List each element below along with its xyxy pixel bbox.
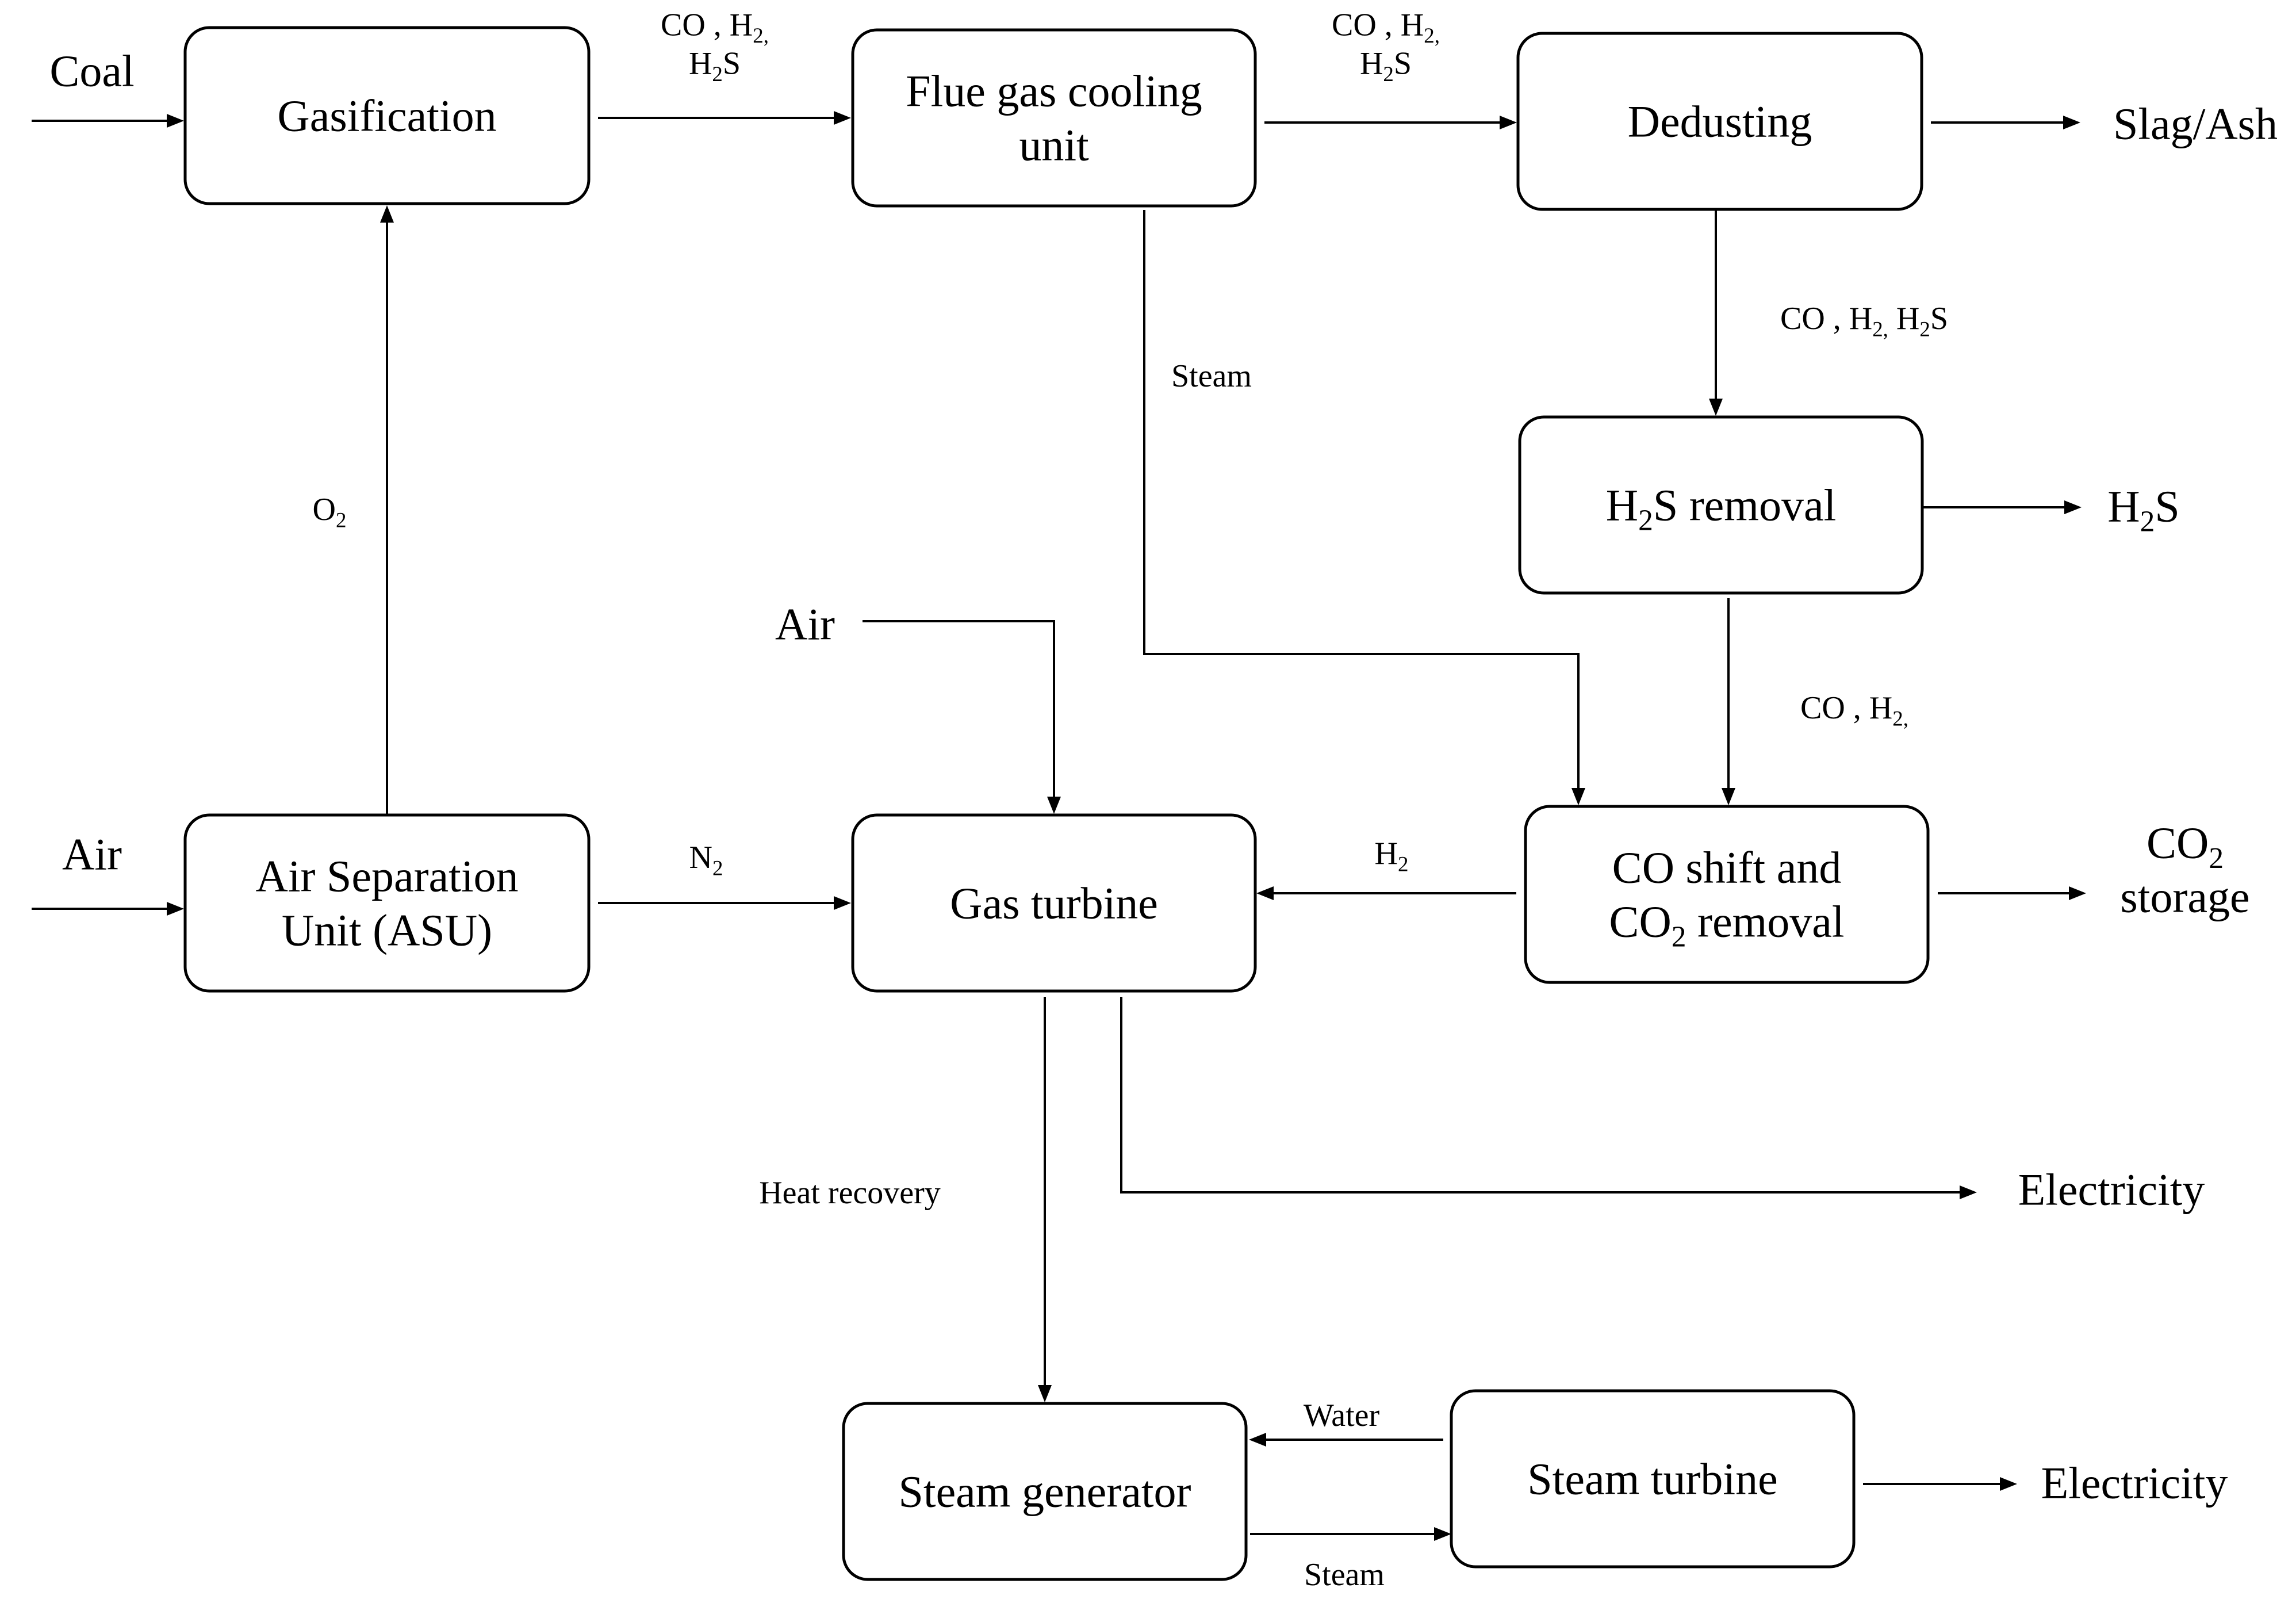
flow-label-water: Water: [1304, 1398, 1380, 1433]
electricity-gas-turbine-label: Electricity: [2018, 1165, 2205, 1215]
arrow-gas-turbine-to-electricity: [1120, 997, 1977, 1199]
arrow-steam-to-steam-turbine: [1250, 1527, 1451, 1541]
arrow-air-to-gas-turbine: [863, 620, 1061, 814]
h2s-output-label: H2S: [2107, 481, 2179, 538]
arrow-asu-to-gasification: [380, 205, 394, 814]
arrow-steam-cooling-to-co-shift: [1143, 210, 1585, 805]
flow-label-o2: O2: [313, 492, 347, 531]
arrow-h2s-removal-to-co-shift: [1722, 598, 1735, 805]
flow-label-dedusting-h2s: CO , H2, H2S: [1780, 301, 1948, 341]
steam-turbine-label: Steam turbine: [1527, 1454, 1777, 1504]
arrow-cooling-to-dedusting: [1264, 116, 1517, 129]
gas-turbine-label: Gas turbine: [950, 878, 1158, 928]
gasification-label: Gasification: [277, 91, 496, 141]
coal-input-label: Coal: [49, 46, 134, 96]
flow-label-steam-cooling: Steam: [1171, 358, 1252, 394]
unit-steam-turbine: Steam turbine: [1450, 1389, 1856, 1569]
steam-generator-label: Steam generator: [899, 1467, 1191, 1517]
arrow-coal-to-gasification: [32, 114, 184, 128]
unit-gas-turbine: Gas turbine: [851, 813, 1257, 993]
arrow-water-to-steam-generator: [1249, 1433, 1443, 1447]
flow-label-h2: H2: [1375, 836, 1409, 875]
flow-label-heat-recovery: Heat recovery: [759, 1175, 941, 1211]
air-input-asu-label: Air: [62, 829, 122, 879]
arrow-heat-recovery-to-steam-generator: [1038, 997, 1052, 1402]
arrow-co-shift-to-gas-turbine: [1256, 886, 1516, 900]
flow-label-cooling-dedusting: CO , H2,H2S: [1332, 7, 1440, 86]
h2s-removal-label: H2S removal: [1606, 480, 1837, 537]
flow-label-h2s-shift: CO , H2,: [1800, 690, 1908, 730]
arrow-air-to-asu: [32, 902, 184, 916]
slag-ash-output-label: Slag/Ash: [2113, 99, 2278, 149]
arrow-dedusting-to-slag-ash: [1931, 116, 2080, 129]
electricity-steam-turbine-label: Electricity: [2041, 1458, 2228, 1508]
unit-gasification: Gasification: [183, 26, 591, 205]
arrow-gasification-to-cooling: [598, 111, 851, 125]
air-input-turbine-label: Air: [775, 599, 835, 649]
unit-dedusting: Dedusting: [1516, 32, 1923, 211]
dedusting-label: Dedusting: [1628, 97, 1812, 147]
flow-label-n2: N2: [689, 840, 723, 879]
flow-label-gasification-cooling: CO , H2,H2S: [661, 7, 769, 86]
arrow-h2s-removal-to-h2s: [1923, 500, 2082, 514]
arrow-dedusting-to-h2s-removal: [1709, 211, 1723, 416]
arrow-asu-to-gas-turbine: [598, 896, 851, 910]
unit-h2s-removal: H2S removal: [1518, 415, 1924, 595]
arrow-steam-turbine-to-electricity: [1863, 1477, 2017, 1491]
unit-steam-generator: Steam generator: [842, 1402, 1248, 1581]
arrow-co-shift-to-co2-storage: [1938, 886, 2086, 900]
flow-label-steam-generator: Steam: [1304, 1557, 1385, 1593]
